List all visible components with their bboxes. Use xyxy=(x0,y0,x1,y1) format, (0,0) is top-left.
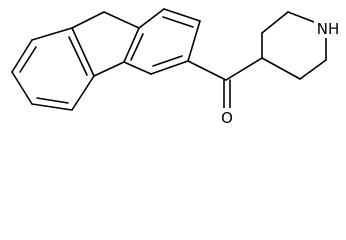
nitrogen-label: NH xyxy=(317,20,340,38)
oxygen-label: O xyxy=(221,109,233,127)
structure-diagram: O NH xyxy=(11,8,342,127)
piperidine-ring xyxy=(261,11,327,80)
right-benzene-ring xyxy=(123,8,201,75)
oxygen-atom: O xyxy=(219,108,235,127)
cyclopentane-bridge xyxy=(71,11,140,77)
nitrogen-atom: NH xyxy=(314,20,342,38)
carbonyl-group xyxy=(187,57,263,109)
left-benzene-ring xyxy=(11,27,95,111)
